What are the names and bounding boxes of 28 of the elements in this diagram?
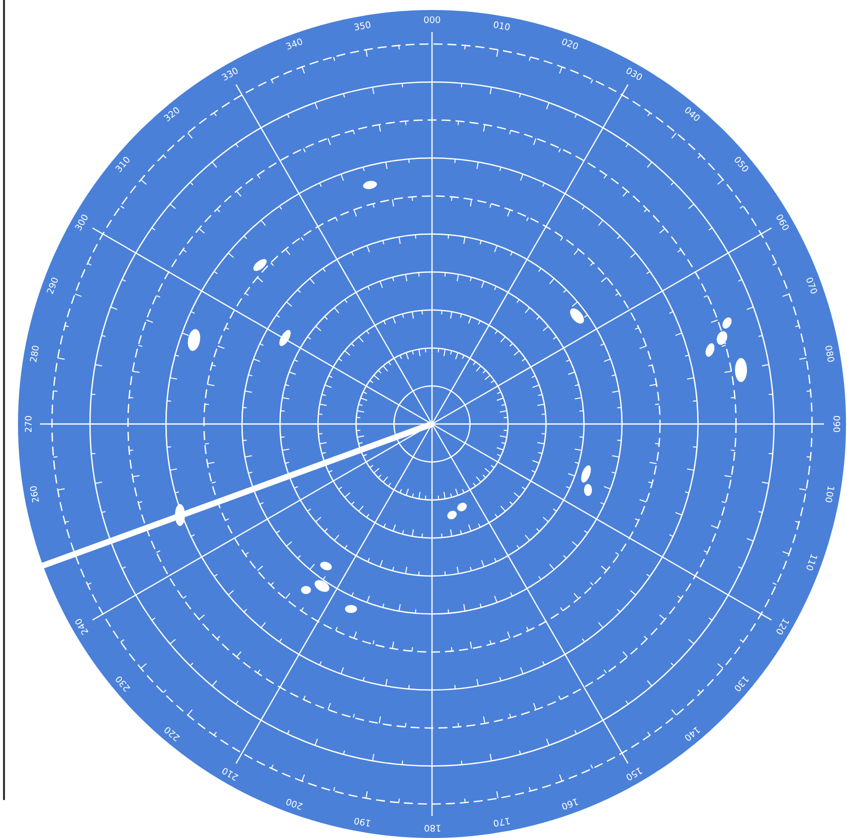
bearing-label: 350 — [352, 20, 372, 34]
bearing-label: 040 — [681, 106, 701, 125]
bearing-label: 290 — [46, 276, 62, 296]
bearing-label: 150 — [624, 764, 644, 782]
bearing-label: 100 — [822, 484, 836, 504]
bearing-label: 070 — [803, 276, 818, 296]
bearing-label: 330 — [220, 66, 241, 84]
bearing-label: 050 — [731, 155, 750, 175]
bearing-label: 000 — [424, 16, 441, 26]
bearing-label: 090 — [830, 415, 840, 433]
bearing-label: 140 — [681, 723, 701, 742]
bearing-label: 210 — [220, 764, 241, 782]
bearing-label: 010 — [492, 20, 512, 34]
bearing-label: 110 — [803, 552, 818, 572]
bearing-label: 190 — [352, 814, 372, 828]
bearing-label: 340 — [284, 38, 304, 53]
bearing-label: 260 — [28, 484, 42, 504]
bearing-label: 200 — [284, 795, 304, 810]
bearing-label: 020 — [560, 38, 580, 53]
bearing-label: 320 — [163, 106, 183, 125]
bearing-label: 160 — [560, 795, 580, 810]
bearing-label: 220 — [163, 723, 183, 742]
bearing-label: 170 — [492, 814, 512, 828]
bearing-label: 280 — [28, 344, 42, 364]
bearing-label: 270 — [24, 415, 34, 433]
bearing-label: 030 — [624, 66, 644, 84]
bearing-label: 080 — [822, 344, 836, 364]
bearing-label: 180 — [424, 822, 441, 832]
